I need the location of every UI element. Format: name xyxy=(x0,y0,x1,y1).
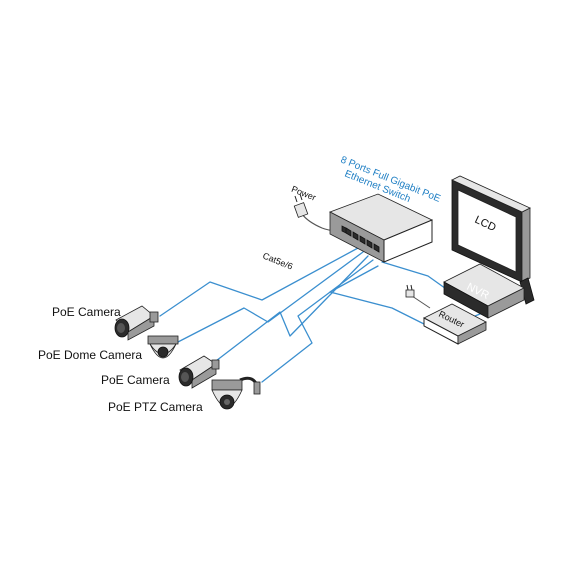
poe-ptz-camera xyxy=(211,376,261,410)
poe-camera-3 xyxy=(178,355,220,389)
cable-router xyxy=(329,265,425,325)
device-label-poe-camera-1: PoE Camera xyxy=(52,305,121,319)
poe-switch xyxy=(329,193,433,263)
device-label-poe-ptz-camera: PoE PTZ Camera xyxy=(108,400,203,414)
power-plug xyxy=(293,193,345,232)
device-label-poe-dome-camera: PoE Dome Camera xyxy=(38,348,142,362)
lcd-monitor xyxy=(451,175,535,305)
poe-dome-camera xyxy=(147,335,179,359)
cable-dome-camera xyxy=(175,251,364,344)
router-device xyxy=(423,303,487,345)
cable-camera-1 xyxy=(159,247,359,317)
poe-camera-1 xyxy=(114,305,159,341)
nvr-device xyxy=(443,263,525,319)
cable-camera-3 xyxy=(211,255,369,365)
device-label-poe-camera-3: PoE Camera xyxy=(101,373,170,387)
cable-type-label: Cat5e/6 xyxy=(261,251,294,272)
power-label: Power xyxy=(290,184,317,203)
router-power-plug xyxy=(405,284,431,309)
cables xyxy=(159,247,501,383)
cable-ptz-camera xyxy=(261,259,374,383)
